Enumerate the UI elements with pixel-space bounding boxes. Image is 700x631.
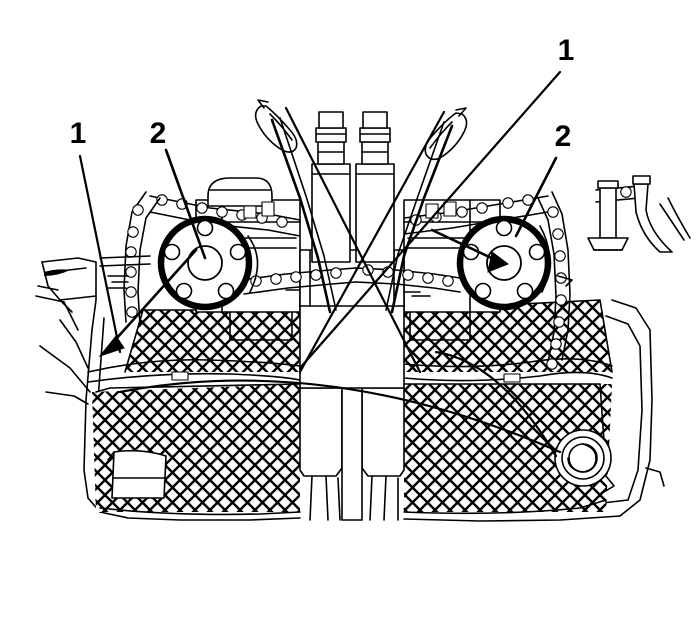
leader-line-1-left: [78, 154, 122, 354]
sprocket-bolt-hole: [217, 282, 235, 300]
chain-run-diagonal-right: [537, 191, 571, 370]
chain-run-upper-left: [149, 194, 301, 237]
sprocket-bolt-hole: [528, 243, 546, 261]
drain-plug-boss: [554, 429, 615, 493]
sprocket-bolt-hole: [175, 282, 193, 300]
retaining-pin-left: [254, 99, 337, 314]
timing-chain: [123, 185, 641, 370]
leader-line-cross-b: [298, 110, 446, 374]
leader-line-rail-b: [434, 350, 558, 458]
stud-hex-nut: [587, 237, 629, 251]
pin-loop-handle-right: [424, 107, 468, 161]
rail-dowel-slot: [171, 371, 189, 381]
pan-boss-left: [107, 449, 167, 499]
leader-line-rail: [118, 379, 562, 454]
sprocket-bolt-hole: [495, 219, 513, 237]
mounting-stud-angled: [632, 175, 691, 253]
bore-divider-wall: [341, 385, 363, 521]
chain-tensioner-right: [355, 111, 395, 263]
sprocket-bolt-hole: [516, 282, 534, 300]
callout-label-1-left: 1: [70, 117, 87, 150]
leader-line-cross-a: [284, 106, 422, 374]
callout-label-1-right: 1: [558, 34, 575, 67]
callout-label-2-left: 2: [150, 117, 167, 150]
pin-loop-handle-left: [254, 99, 298, 153]
chain-tensioner-left: [311, 111, 351, 263]
chain-run-diagonal-left: [123, 191, 161, 327]
callout-2-right-arrow: [430, 156, 558, 273]
sprocket-bolt-hole: [196, 219, 214, 237]
sprocket-bolt-hole: [229, 243, 247, 261]
callout-2-left-arrow: [98, 148, 207, 358]
camshaft-sprocket-left: [157, 215, 259, 311]
rail-dowel-slot-right: [503, 373, 521, 383]
callout-label-2-right: 2: [555, 120, 572, 153]
sprocket-bolt-hole: [474, 282, 492, 300]
block-small-fasteners: [243, 201, 573, 297]
sprocket-bolt-hole: [163, 243, 181, 261]
mounting-stud-straight: [587, 180, 629, 251]
callout-leader-lines: [78, 70, 562, 458]
block-ledge-detail-left: [99, 255, 151, 289]
retaining-pin-right: [385, 107, 468, 314]
leader-line-1-right: [298, 70, 562, 370]
